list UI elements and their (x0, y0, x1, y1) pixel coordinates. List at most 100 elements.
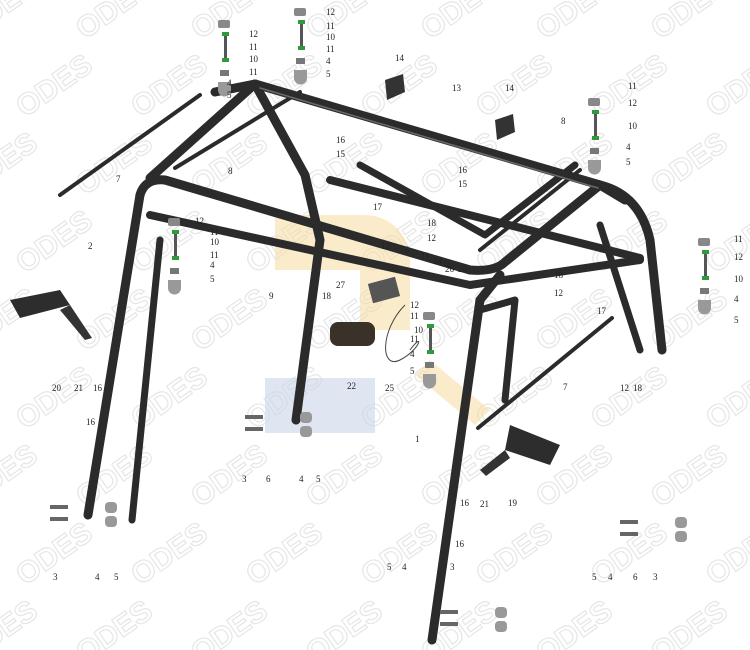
end-cap-5 (300, 426, 312, 437)
watermark-text: ODES (185, 282, 274, 358)
washer-4 (590, 148, 599, 154)
bracket-14-left (385, 74, 405, 100)
part-number-label: 10 (210, 237, 220, 247)
cap-12 (423, 312, 435, 320)
part-number-label: 11 (410, 334, 419, 344)
part-number-label: 9 (269, 291, 274, 301)
part-number-label: 12 (628, 98, 637, 108)
front-left-leg (83, 190, 145, 520)
part-number-label: 16 (336, 135, 346, 145)
part-number-label: 10 (326, 32, 336, 42)
washer-4 (220, 70, 229, 76)
nut-11 (172, 256, 179, 260)
rear-left-leg (250, 79, 325, 425)
part-number-label: 5 (316, 474, 321, 484)
bracket-14-right (495, 114, 515, 140)
end-cap-5 (588, 160, 601, 175)
part-number-label: 3 (653, 572, 658, 582)
part-number-label: 12 (410, 300, 419, 310)
bolt-10 (174, 234, 177, 256)
nut-11 (592, 136, 599, 140)
part-number-label: 13 (452, 83, 462, 93)
part-number-label: 12 (195, 216, 204, 226)
part-number-label: 5 (410, 366, 415, 376)
mirror-19 (505, 425, 560, 465)
part-number-label: 11 (210, 227, 219, 237)
part-number-label: 11 (410, 311, 419, 321)
watermark-text: ODES (0, 0, 44, 46)
watermark-text: ODES (530, 0, 619, 46)
nut-11 (592, 110, 599, 114)
watermark-text: ODES (10, 204, 99, 280)
nut-11 (702, 276, 709, 280)
cap-12 (218, 20, 230, 28)
bolt-10 (224, 36, 227, 58)
part-number-label: 11 (249, 42, 258, 52)
grab-bar-7-left (58, 93, 202, 197)
part-number-label: 18 (554, 270, 564, 280)
part-number-label: 3 (242, 474, 247, 484)
part-number-label: 12 (427, 233, 436, 243)
watermark-text: ODES (645, 126, 734, 202)
part-number-label: 10 (414, 325, 424, 335)
part-number-label: 11 (210, 250, 219, 260)
washer-4 (700, 288, 709, 294)
part-number-label: 21 (480, 499, 489, 509)
watermark-text: ODES (0, 594, 44, 650)
part-number-label: 10 (249, 54, 259, 64)
bar-8-right (478, 168, 582, 252)
watermark-text: ODES (585, 360, 674, 436)
part-number-label: 17 (597, 306, 607, 316)
washer-4 (296, 58, 305, 64)
part-number-label: 16 (400, 245, 410, 255)
watermark-text: ODES (300, 438, 389, 514)
part-number-label: 11 (628, 81, 637, 91)
logo-blue-shape (265, 378, 375, 433)
cap-12 (294, 8, 306, 16)
part-number-label: 11 (326, 44, 335, 54)
part-number-label: 5 (114, 572, 119, 582)
cap-12 (168, 218, 180, 226)
part-number-label: 16 (460, 498, 470, 508)
end-cap-5 (423, 374, 436, 389)
rear-right-leg (595, 180, 667, 355)
part-number-label: 4 (626, 142, 631, 152)
watermark-text: ODES (125, 516, 214, 592)
part-number-label: 18 (633, 383, 643, 393)
part-number-label: 16 (86, 417, 96, 427)
end-cap-5 (105, 502, 117, 513)
part-number-label: 12 (249, 29, 258, 39)
watermark-text: ODES (700, 48, 750, 124)
part-number-label: 1 (415, 434, 420, 444)
inner-right-post (476, 296, 519, 404)
part-number-label: 18 (427, 218, 437, 228)
part-number-label: 4 (227, 78, 232, 88)
part-number-label: 4 (299, 474, 304, 484)
part-number-label: 15 (336, 149, 346, 159)
watermark-text: ODES (240, 516, 329, 592)
parts (10, 74, 560, 476)
tube-highlight (259, 87, 599, 189)
part-number-label: 8 (561, 116, 566, 126)
bolt-10 (704, 254, 707, 276)
part-number-label: 4 (326, 56, 331, 66)
part-number-label: 11 (326, 21, 335, 31)
bar-8-left (173, 90, 302, 170)
end-cap-5 (105, 516, 117, 527)
part-number-label: 12 (620, 383, 629, 393)
x-brace (356, 161, 579, 239)
watermark-text: ODES (10, 48, 99, 124)
rear-diagonal (596, 221, 644, 354)
part-number-label: 25 (385, 383, 395, 393)
end-cap-5 (218, 82, 231, 97)
watermark-text: ODES (355, 516, 444, 592)
watermark-text: ODES (70, 0, 159, 46)
watermark-text: ODES (585, 516, 674, 592)
washer-4 (425, 362, 434, 368)
mirror-19-arm (480, 450, 510, 476)
part-number-label: 5 (734, 315, 739, 325)
part-number-label: 15 (458, 179, 468, 189)
part-number-label: 8 (228, 166, 233, 176)
